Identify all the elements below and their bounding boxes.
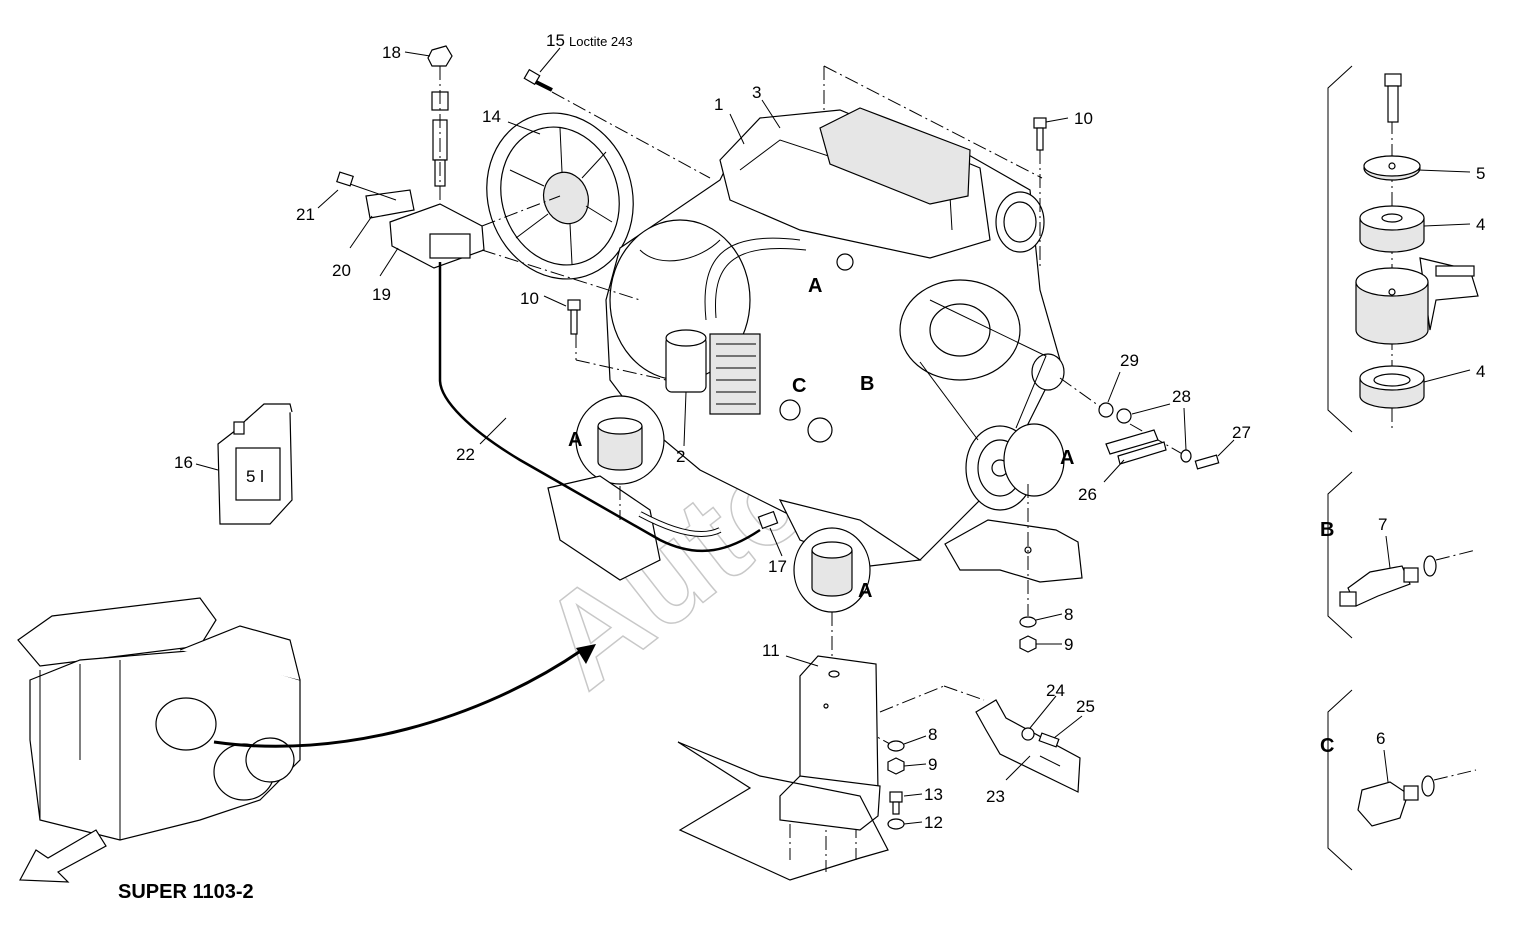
part-label-1: 1 <box>714 95 723 114</box>
part-label-22: 22 <box>456 445 475 464</box>
part-label-2: 2 <box>676 447 685 466</box>
callout-a-top: A <box>808 275 822 297</box>
callout-a-right: A <box>1060 447 1074 469</box>
part-labels: 18 15 Loctite 243 14 1 3 10 21 20 19 10 … <box>174 31 1251 832</box>
dipstick-assembly <box>336 45 761 553</box>
part-label-14: 14 <box>482 107 501 126</box>
callout-b: B <box>860 373 874 395</box>
support-bracket-11 <box>677 655 889 881</box>
part-label-8-right: 8 <box>1064 605 1073 624</box>
part-label-23: 23 <box>986 787 1005 806</box>
part-label-4-bottom: 4 <box>1476 362 1485 381</box>
part-label-21: 21 <box>296 205 315 224</box>
engine-mount-right <box>1003 423 1065 497</box>
part-label-4-top: 4 <box>1476 215 1485 234</box>
engine-support-plate-right <box>944 519 1083 583</box>
bolt-15 <box>523 68 553 92</box>
loctite-note: Loctite 243 <box>569 34 633 49</box>
engine-mount-left <box>575 395 665 485</box>
support-bracket-23 <box>975 699 1081 793</box>
part-label-18: 18 <box>382 43 401 62</box>
jerrycan-volume: 5 l <box>246 467 264 486</box>
part-label-5: 5 <box>1476 164 1485 183</box>
detail-b-panel: B 7 <box>1320 471 1477 639</box>
callout-a-left: A <box>568 429 582 451</box>
part-label-9-right: 9 <box>1064 635 1073 654</box>
paver-machine-icon <box>17 597 301 841</box>
part-label-7: 7 <box>1378 515 1387 534</box>
view-pointer-arrow <box>19 829 107 883</box>
detail-mount-panel: 5 4 4 <box>1327 65 1485 433</box>
part-label-6: 6 <box>1376 729 1385 748</box>
part-label-11: 11 <box>762 641 780 660</box>
part-label-19: 19 <box>372 285 391 304</box>
part-label-17: 17 <box>768 557 787 576</box>
model-label: SUPER 1103-2 <box>118 881 254 903</box>
part-label-15: 15 <box>546 31 565 50</box>
part-label-16: 16 <box>174 453 193 472</box>
part-label-27: 27 <box>1232 423 1251 442</box>
part-label-13: 13 <box>924 785 943 804</box>
direction-arrow-icon <box>213 644 596 748</box>
detail-c-panel: C 6 <box>1320 689 1477 871</box>
callout-c: C <box>792 375 806 397</box>
part-label-12: 12 <box>924 813 943 832</box>
engine-support-plate-left <box>547 475 661 581</box>
part-label-29: 29 <box>1120 351 1139 370</box>
oil-canister-icon: 5 l <box>217 403 293 525</box>
part-label-8-bottom: 8 <box>928 725 937 744</box>
engine-assembly-icon <box>605 107 1065 567</box>
detail-b-letter: B <box>1320 519 1334 541</box>
part-label-26: 26 <box>1078 485 1097 504</box>
part-label-3: 3 <box>752 83 761 102</box>
bolt-10-left <box>567 299 581 335</box>
part-label-24: 24 <box>1046 681 1065 700</box>
hardware-washers-nuts <box>887 402 1220 830</box>
part-label-10-left: 10 <box>520 289 539 308</box>
part-label-25: 25 <box>1076 697 1095 716</box>
bolt-10-top <box>1033 117 1047 151</box>
part-label-10-top: 10 <box>1074 109 1093 128</box>
detail-c-letter: C <box>1320 735 1334 757</box>
part-label-9-bottom: 9 <box>928 755 937 774</box>
callout-a-bottom: A <box>858 580 872 602</box>
part-label-28: 28 <box>1172 387 1191 406</box>
engine-mount-bottom <box>793 527 871 613</box>
part-label-20: 20 <box>332 261 351 280</box>
